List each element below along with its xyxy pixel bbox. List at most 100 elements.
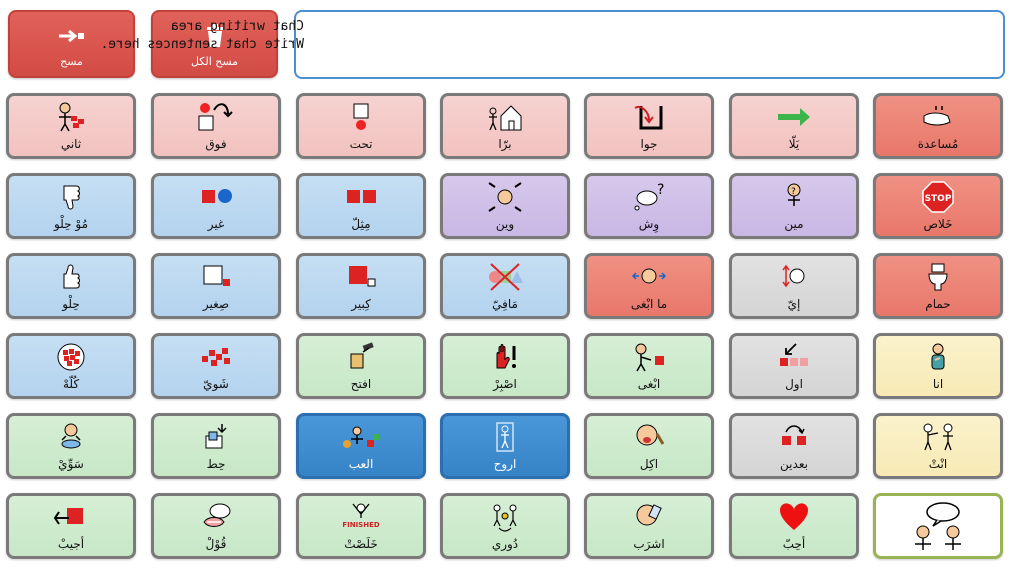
word-cell-dont-want[interactable]: ما ابْغى (584, 253, 714, 319)
some-items-icon (154, 342, 278, 372)
word-label: مُساعدة (917, 137, 959, 151)
word-label: برّا (498, 137, 512, 151)
word-cell-none[interactable]: مَافِيّ (440, 253, 570, 319)
word-label: قُوْلْ (205, 537, 227, 551)
word-cell-play[interactable]: العب (296, 413, 426, 479)
green-arrow-icon (732, 102, 856, 132)
word-cell-you[interactable]: انْتْ (873, 413, 1003, 479)
clear-all-button-label: مسح الكل (190, 55, 239, 68)
word-cell-eat[interactable]: اكِل (584, 413, 714, 479)
word-label: حِلْو (62, 297, 80, 311)
word-cell-small[interactable]: صِغير (151, 253, 281, 319)
word-cell-finished[interactable]: FINISHED خَلَصْتْ (296, 493, 426, 559)
word-label: وين (495, 217, 515, 231)
word-cell-help[interactable]: مُساعدة (873, 93, 1003, 159)
word-label: صِغير (202, 297, 230, 311)
word-cell-go[interactable]: اروح (440, 413, 570, 479)
heart-icon (732, 502, 856, 532)
me-pointing-icon (876, 342, 1000, 372)
word-cell-what[interactable]: ? وِش (584, 173, 714, 239)
word-label: ما ابْغى (630, 297, 668, 311)
word-cell-above[interactable]: فوق (151, 93, 281, 159)
word-label: شَويّ (203, 377, 229, 391)
wait-hand-icon (443, 342, 567, 372)
word-cell-where[interactable]: وين (440, 173, 570, 239)
word-cell-love[interactable]: أحِبّ (729, 493, 859, 559)
word-cell-different[interactable]: غير (151, 173, 281, 239)
help-hand-icon (876, 102, 1000, 132)
word-cell-bring[interactable]: أجيبْ (6, 493, 136, 559)
word-cell-big[interactable]: كِبير (296, 253, 426, 319)
word-cell-make[interactable]: سَوِّيْ (6, 413, 136, 479)
word-cell-later[interactable]: بعدين (729, 413, 859, 479)
eat-icon (587, 422, 711, 452)
svg-text:?: ? (657, 182, 664, 198)
word-cell-second[interactable]: ثاني (6, 93, 136, 159)
word-cell-below[interactable]: تحت (296, 93, 426, 159)
word-label: وِش (638, 217, 660, 231)
word-label: حمام (925, 297, 951, 311)
word-cell-same[interactable]: مِثِلّ (296, 173, 426, 239)
word-cell-some[interactable]: شَويّ (151, 333, 281, 399)
who-icon: ? (732, 182, 856, 212)
word-cell-me[interactable]: انا (873, 333, 1003, 399)
word-cell-good[interactable]: حِلْو (6, 253, 136, 319)
word-cell-all[interactable]: كُلّهْ (6, 333, 136, 399)
word-label: دُوري (491, 537, 519, 551)
finished-badge-text: FINISHED (342, 521, 380, 529)
up-over-icon (154, 102, 278, 132)
go-door-icon (443, 422, 567, 452)
dont-want-icon (587, 262, 711, 292)
drink-icon (587, 502, 711, 532)
word-cell-bathroom[interactable]: حمام (873, 253, 1003, 319)
word-cell-wait[interactable]: اصْبِرْ (440, 333, 570, 399)
inside-arrow-icon (587, 102, 711, 132)
clear-all-button[interactable]: مسح الكل (151, 10, 278, 78)
later-arrow-icon (732, 422, 856, 452)
word-label: ثاني (60, 137, 82, 151)
word-label: كِبير (351, 297, 371, 311)
word-cell-outside[interactable]: برّا (440, 93, 570, 159)
word-cell-first[interactable]: اول (729, 333, 859, 399)
bring-icon (9, 502, 133, 532)
word-cell-say[interactable]: قُوْلْ (151, 493, 281, 559)
toilet-icon (876, 262, 1000, 292)
word-label: اصْبِرْ (493, 377, 517, 391)
word-cell-inside[interactable]: جوا (584, 93, 714, 159)
word-label: بعدين (780, 457, 808, 471)
word-cell-put[interactable]: حِط (151, 413, 281, 479)
play-toys-icon (299, 422, 423, 452)
word-cell-want[interactable]: ابْغى (584, 333, 714, 399)
word-label: حِط (206, 457, 226, 471)
none-crossed-icon (443, 262, 567, 292)
word-cell-turn[interactable]: دُوري (440, 493, 570, 559)
what-thought-icon: ? (587, 182, 711, 212)
same-squares-icon (299, 182, 423, 212)
word-cell-enough[interactable]: STOP خَلاص (873, 173, 1003, 239)
word-cell-not-good[interactable]: مُوْ حِلْو (6, 173, 136, 239)
word-label: أحِبّ (782, 537, 806, 551)
word-cell-drink[interactable]: اشرَب (584, 493, 714, 559)
word-cell-lets-go[interactable]: يَلّا (729, 93, 859, 159)
word-label: فوق (205, 137, 227, 151)
second-person-icon (9, 102, 133, 132)
word-label: مين (784, 217, 804, 231)
svg-text:?: ? (791, 187, 796, 197)
word-label: غير (207, 217, 225, 231)
word-label: ابْغى (637, 377, 661, 391)
clear-button[interactable]: مسح (8, 10, 135, 78)
chat-writing-area[interactable]: Chat writing area Write chat sentences h… (101, 10, 1005, 79)
word-cell-open[interactable]: افتح (296, 333, 426, 399)
word-cell-yes[interactable]: إيّ (729, 253, 859, 319)
word-cell-chat[interactable] (873, 493, 1003, 559)
word-label: خَلَصْتْ (344, 537, 378, 551)
different-shapes-icon (154, 182, 278, 212)
word-cell-who[interactable]: ? مين (729, 173, 859, 239)
all-items-icon (9, 342, 133, 372)
writing-line-2: Write chat sentences here. (100, 37, 305, 52)
word-label: سَوِّيْ (58, 457, 84, 471)
make-icon (9, 422, 133, 452)
want-icon (587, 342, 711, 372)
stop-sign-text: STOP (925, 194, 952, 204)
backspace-arrow-icon (10, 24, 133, 48)
